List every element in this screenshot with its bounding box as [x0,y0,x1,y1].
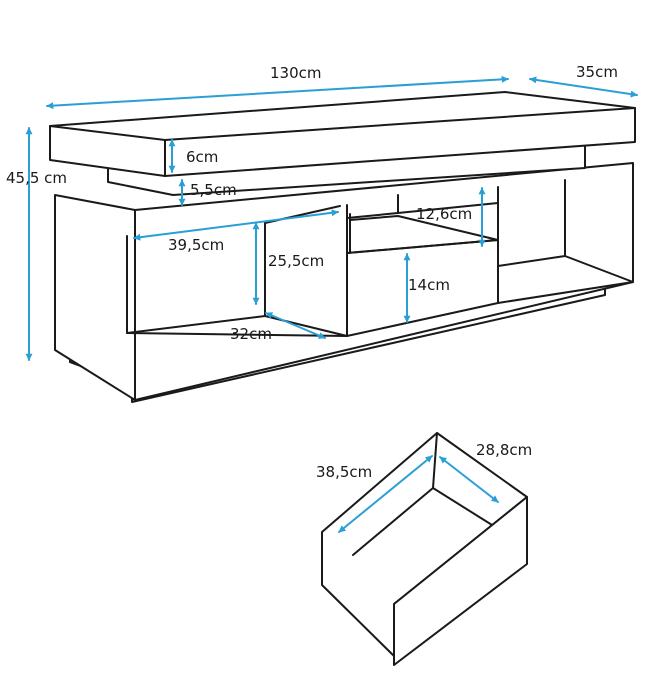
dimension-labels: 130cm 35cm 45,5 cm 6cm 5,5cm 12,6cm 39,5… [6,63,618,481]
compartment-height-label: 25,5cm [268,252,324,270]
height-label: 45,5 cm [6,169,67,187]
drawer-depth-label: 28,8cm [476,441,532,459]
center-shelf [349,215,499,241]
drawer-inner [352,432,501,556]
tv-stand-drawing [49,91,636,403]
drawer-front-panel [393,496,528,666]
width-label: 130cm [270,64,322,82]
compartment-depth-label: 32cm [230,325,272,343]
left-compartment [126,222,266,334]
depth-arrow [529,76,638,98]
compartment-width-arrow [133,209,339,241]
drawer-width-arrow [338,455,433,533]
top-thickness-label: 6cm [186,148,218,166]
dimension-lines [25,75,638,533]
drawer-depth-arrow [439,456,499,503]
width-arrow [46,75,509,110]
compartment-depth-arrow [265,312,326,339]
drawer-front-height-label: 14cm [408,276,450,294]
right-compartment [497,179,634,304]
gap-label: 5,5cm [190,181,237,199]
cabinet-body [54,194,136,401]
shelf-height-label: 12,6cm [416,205,472,223]
depth-label: 35cm [576,63,618,81]
compartment-width-label: 39,5cm [168,236,224,254]
drawer-width-label: 38,5cm [316,463,372,481]
